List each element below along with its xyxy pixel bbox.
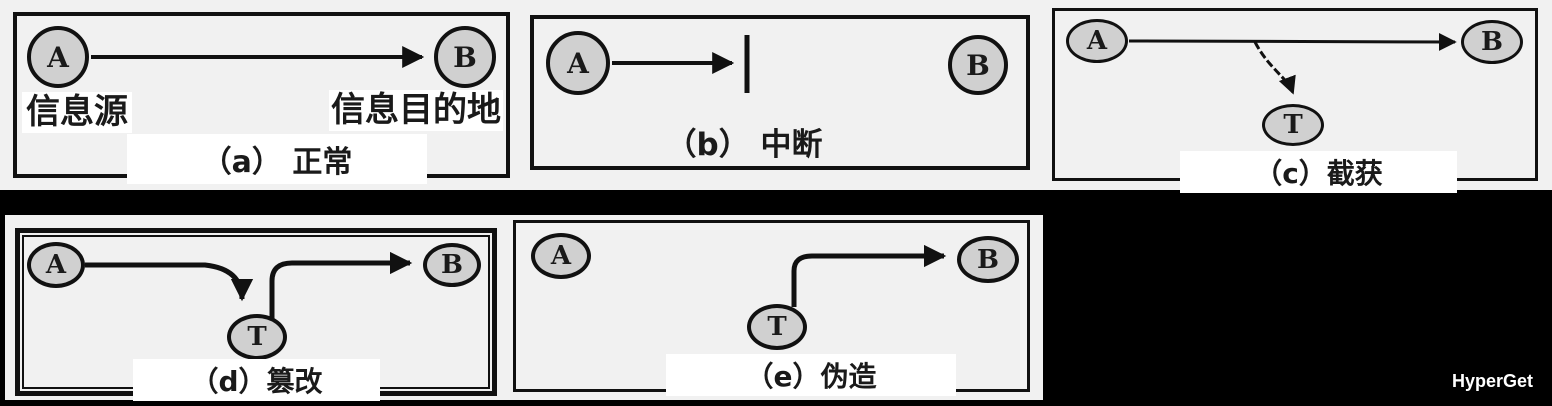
node-label: T xyxy=(767,312,787,342)
arrow-a-to-t xyxy=(85,262,254,302)
node-destination: B xyxy=(423,243,481,287)
arrow-t-to-b xyxy=(791,244,947,307)
node-intruder: T xyxy=(747,304,807,350)
panel-c-interception: A B T （c）截获 xyxy=(1052,8,1538,193)
node-destination: B xyxy=(948,35,1008,95)
node-label: A xyxy=(567,46,589,80)
node-label: A xyxy=(45,250,67,280)
node-source: A xyxy=(1066,19,1128,63)
node-intruder: T xyxy=(1262,104,1324,146)
caption-normal: （a） 正常 xyxy=(127,134,427,184)
node-source: A xyxy=(546,31,610,95)
node-label: B xyxy=(966,48,990,82)
node-source: A xyxy=(531,233,591,279)
caption-tampering: （d）篡改 xyxy=(133,359,380,401)
node-intruder: T xyxy=(227,314,287,360)
arrow-blocked xyxy=(612,35,750,93)
label-information-source: 信息源 xyxy=(22,92,132,134)
panel-e-fabrication: A B T （e）伪造 xyxy=(513,220,1030,396)
node-label: A xyxy=(47,40,69,74)
node-label: B xyxy=(441,250,463,280)
caption-interception: （c）截获 xyxy=(1180,151,1457,193)
node-label: B xyxy=(453,40,477,74)
node-label: T xyxy=(1283,110,1303,140)
arrow-t-to-b xyxy=(791,244,947,307)
node-label: A xyxy=(1086,26,1108,56)
tap-branch-to-t xyxy=(1253,41,1296,95)
arrows-via-t xyxy=(85,251,413,331)
node-label: B xyxy=(1481,27,1503,57)
node-label: B xyxy=(977,244,999,275)
arrow-a-to-b-with-tap xyxy=(1128,32,1457,95)
node-destination: B xyxy=(434,26,496,88)
caption-fabrication: （e）伪造 xyxy=(666,354,956,396)
panel-d-tampering: A B T （d）篡改 xyxy=(15,228,497,401)
node-source: A xyxy=(27,26,89,88)
node-label: A xyxy=(550,241,572,271)
node-destination: B xyxy=(1461,20,1523,64)
panel-b-interruption: A B （b） 中断 xyxy=(530,15,1030,170)
label-information-destination: 信息目的地 xyxy=(329,90,503,132)
node-destination: B xyxy=(957,236,1019,283)
arrow-a-to-b xyxy=(91,46,425,68)
hyperget-watermark: HyperGet xyxy=(1452,371,1534,391)
node-source: A xyxy=(27,242,85,288)
arrow-t-to-b xyxy=(269,251,413,331)
caption-interruption: （b） 中断 xyxy=(665,127,823,163)
node-label: T xyxy=(247,322,267,352)
panel-a-normal: A B 信息源 信息目的地 （a） 正常 xyxy=(13,12,510,184)
